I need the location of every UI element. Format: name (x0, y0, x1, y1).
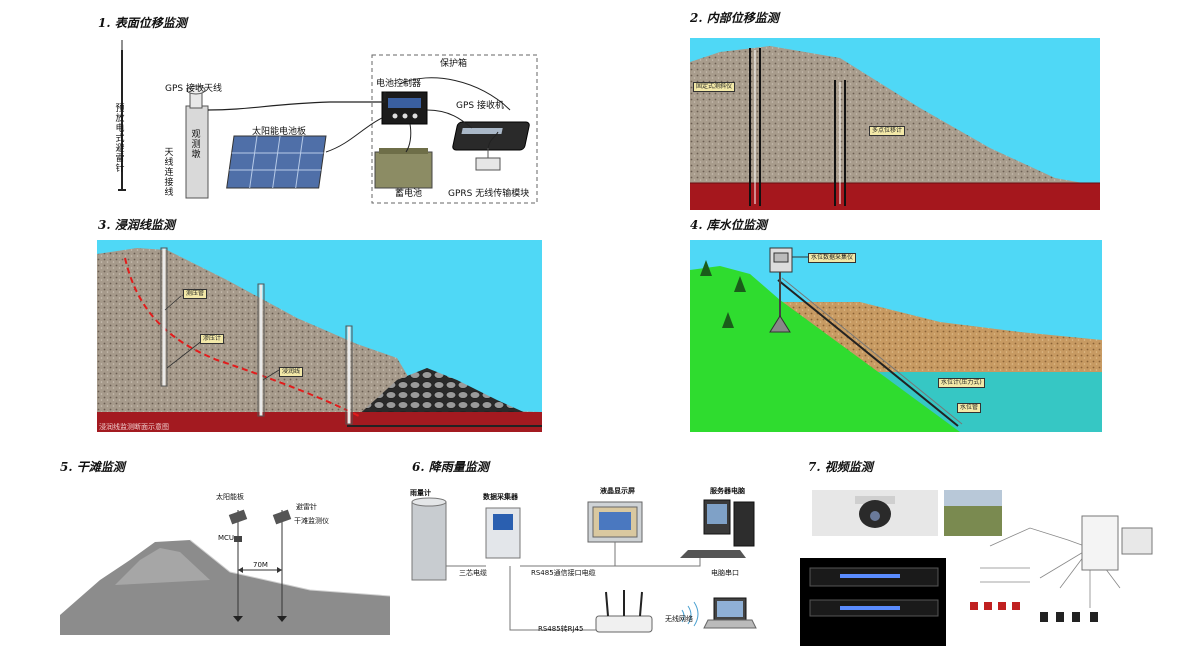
seepage-line-diagram (97, 240, 542, 432)
rs485-cable-label: RS485通信接口电缆 (531, 569, 596, 577)
panel-7-title: 7. 视频监测 (808, 460, 873, 474)
internal-displacement-diagram (690, 38, 1100, 210)
level-sensor-box-tag: 水位数据采集仪 (808, 253, 857, 263)
dry-beach-instrument-label: 干滩监测仪 (294, 517, 329, 525)
panel-3-title: 3. 浸润线监测 (98, 218, 175, 232)
dry-beach-diagram (60, 509, 390, 635)
level-gauge-tag: 水位计(压力式) (938, 378, 985, 388)
lcd-label: 液晶显示屏 (600, 487, 635, 495)
panel-6-title: 6. 降雨量监测 (412, 460, 489, 474)
fixed-inclinometer-tag: 固定式测斜仪 (693, 82, 736, 92)
panel-4-title: 4. 库水位监测 (690, 218, 767, 232)
surface-displacement-diagram (118, 40, 538, 204)
antenna-cable-label: 天线连接线 (164, 148, 174, 198)
protect-box-label: 保护箱 (440, 59, 468, 69)
piezometer-tube-tag: 测压管 (183, 289, 208, 299)
rainfall-diagram (411, 497, 757, 633)
panel-2-title: 2. 内部位移监测 (690, 11, 779, 25)
gps-receiver-label: GPS 接收机 (456, 101, 504, 111)
dry-beach-rod-label: 避雷针 (296, 503, 317, 511)
piezometer-tag: 渗压计 (200, 334, 225, 344)
gprs-module-label: GPRS 无线传输模块 (448, 189, 530, 199)
cable-label: 三芯电缆 (459, 569, 487, 577)
seepage-line-tag: 浸润线 (279, 367, 304, 377)
battery-label: 蓄电池 (395, 189, 423, 199)
solar-panel-label: 太阳能电池板 (252, 127, 307, 137)
pier-label: 观测墩 (191, 130, 201, 160)
video-monitoring-diagram (800, 490, 1153, 646)
rain-gauge-label: 雨量计 (410, 489, 431, 497)
collector-label: 数据采集器 (483, 493, 518, 501)
panel-5-title: 5. 干滩监测 (60, 460, 125, 474)
distance-label: 70M (253, 561, 268, 569)
battery-controller-label: 电池控制器 (376, 79, 422, 89)
dry-beach-solar-label: 太阳能板 (216, 493, 244, 501)
rj45-label: RS485转RJ45 (538, 625, 584, 633)
gps-antenna-label: GPS 接收天线 (165, 84, 222, 94)
wireless-label: 无线网络 (665, 615, 693, 623)
reservoir-level-diagram (690, 240, 1102, 432)
multipoint-meter-tag: 多点位移计 (869, 126, 906, 136)
lightning-rod-label: 预放电式避雷针 (115, 104, 125, 174)
serial-port-label: 电脑串口 (711, 569, 739, 577)
panel-1-title: 1. 表面位移监测 (98, 16, 187, 30)
mcu-label: MCU (218, 534, 235, 542)
water-level-tube-tag: 水位管 (957, 403, 982, 413)
server-label: 服务器电脑 (710, 487, 745, 495)
seepage-caption: 浸润线监测断面示意图 (99, 423, 169, 431)
